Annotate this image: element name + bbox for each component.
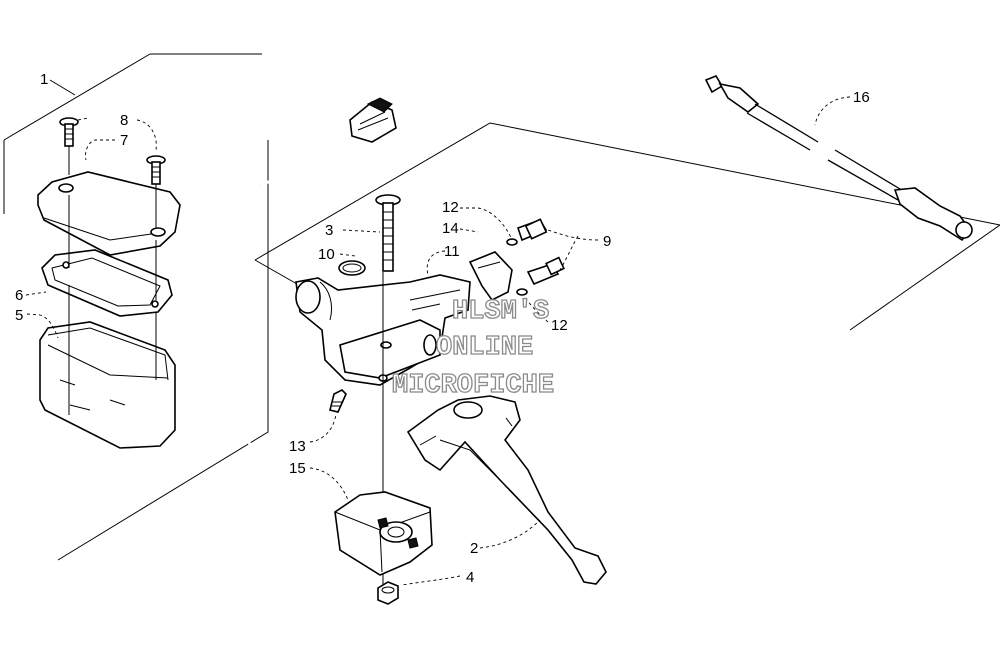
brake-lever xyxy=(406,395,607,585)
washer-upper xyxy=(506,238,518,246)
callout-13: 13 xyxy=(289,438,306,455)
callout-4: 4 xyxy=(466,569,474,586)
washer-lower xyxy=(516,288,528,296)
callout-8: 8 xyxy=(120,112,128,129)
callout-10: 10 xyxy=(318,246,335,263)
callout-2: 2 xyxy=(470,540,478,557)
reservoir-body xyxy=(39,321,176,449)
callout-labels: 1 2 3 4 5 6 7 8 9 10 11 12 12 13 14 15 1… xyxy=(15,71,870,586)
callout-1: 1 xyxy=(40,71,48,88)
callout-5: 5 xyxy=(15,307,23,324)
long-bolt xyxy=(375,194,401,272)
callout-12-lower: 12 xyxy=(551,317,568,334)
brake-switch xyxy=(334,491,433,576)
left-alignment-lines xyxy=(68,146,157,415)
callout-9: 9 xyxy=(603,233,611,250)
callout-12-upper: 12 xyxy=(442,199,459,216)
callout-6: 6 xyxy=(15,287,23,304)
callout-14: 14 xyxy=(442,220,459,237)
watermark-line-1: HLSM'S xyxy=(452,297,549,327)
group-frame-lines xyxy=(3,53,1000,561)
callout-16: 16 xyxy=(853,89,870,106)
lever-bracket xyxy=(468,251,513,302)
cover-screw-right xyxy=(146,155,166,185)
callout-3: 3 xyxy=(325,222,333,239)
watermark-line-3: MICROFICHE xyxy=(392,371,554,401)
switch-wire xyxy=(197,122,358,502)
nut xyxy=(377,581,399,605)
watermark: HLSM'S ONLINE MICROFICHE xyxy=(391,296,554,401)
diaphragm-plate xyxy=(41,249,173,317)
reservoir-cover xyxy=(37,171,181,256)
bracket-screw-lower xyxy=(526,256,565,286)
cover-screw-left xyxy=(59,117,79,147)
callout-7: 7 xyxy=(120,132,128,149)
switch-screw xyxy=(329,389,347,413)
brake-cable xyxy=(704,75,973,242)
wire-connector xyxy=(349,97,397,143)
watermark-line-2: ONLINE xyxy=(436,333,533,363)
leader-lines xyxy=(25,79,851,586)
callout-11: 11 xyxy=(444,243,460,260)
callout-15: 15 xyxy=(289,460,306,477)
bracket-screw-upper xyxy=(516,218,548,242)
o-ring xyxy=(338,260,366,276)
